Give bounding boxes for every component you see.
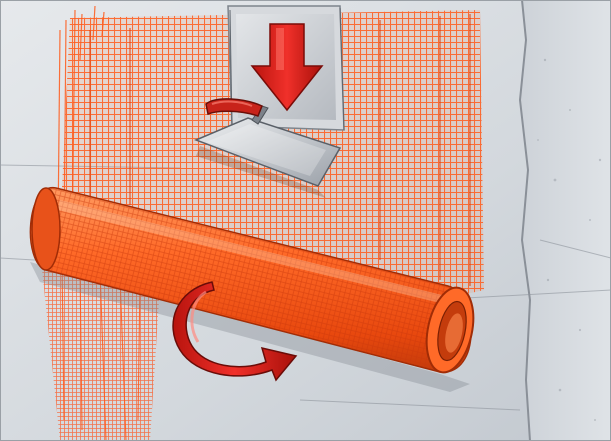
right-plaster-wall — [520, 0, 611, 441]
roll-left-end — [32, 188, 60, 270]
